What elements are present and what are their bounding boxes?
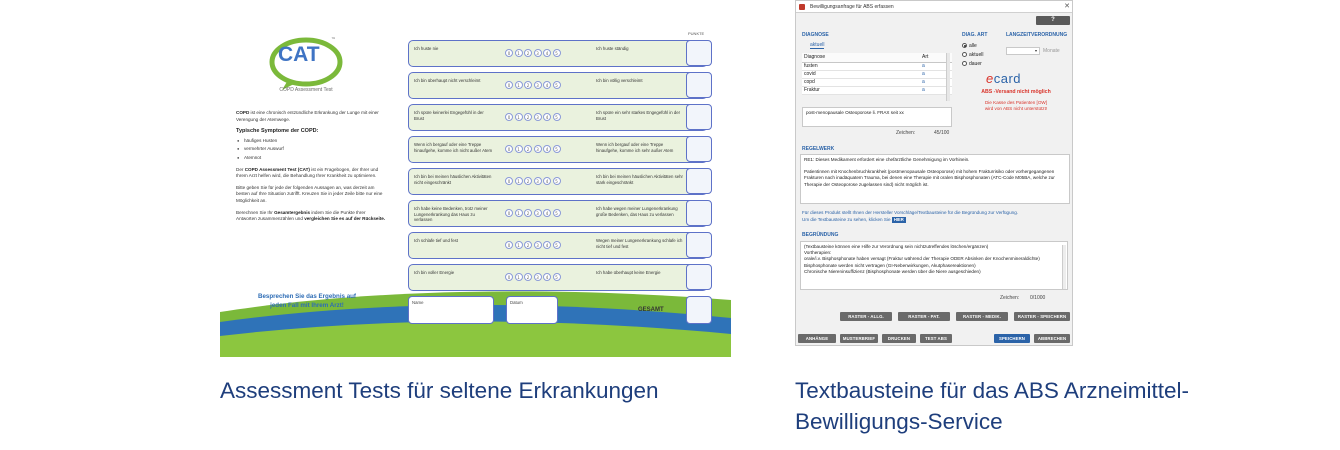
caption-assessment-tests: Assessment Tests für seltene Erkrankunge… xyxy=(220,378,659,403)
list-item: häufiges Husten xyxy=(236,138,386,145)
close-icon[interactable]: ✕ xyxy=(1064,3,1070,10)
begruendung-label: BEGRÜNDUNG xyxy=(802,232,839,238)
cat-background-waves xyxy=(220,291,731,357)
cat-symptoms-title: Typische Symptome der COPD: xyxy=(236,128,319,135)
begruendung-scrollbar[interactable] xyxy=(1062,245,1066,289)
cat-logo-icon xyxy=(269,37,343,90)
radio-icon xyxy=(962,61,967,66)
regelwerk-textbox: RE1: Dieses Medikament erfordert eine ch… xyxy=(800,154,1070,204)
cat-score-box[interactable] xyxy=(686,200,712,226)
ecard-logo: ecard xyxy=(986,71,1022,86)
speichern-button[interactable]: SPEICHERN xyxy=(994,334,1030,343)
cat-logo-subtitle: COPD Assessment Test xyxy=(279,87,333,93)
zeichen-counter: 45/100 xyxy=(934,130,950,136)
langzeit-label: LANGZEITVERORDNUNG xyxy=(1006,32,1068,38)
zeichen2-label: Zeichen: xyxy=(1000,295,1020,301)
cat-score-box[interactable] xyxy=(686,40,712,66)
app-icon xyxy=(799,4,805,10)
cat-logo-text: CAT xyxy=(278,43,320,66)
cat-arzt-note: Besprechen Sie das Ergebnis auf jeden Fa… xyxy=(257,293,356,309)
cat-punkte-label: PUNKTE xyxy=(688,31,705,36)
raster-speichern-button[interactable]: RASTER - SPEICHERN xyxy=(1014,312,1070,321)
abs-warning-title: ABS -Versand nicht möglich xyxy=(981,89,1051,95)
radio-aktuell[interactable]: aktuell xyxy=(962,50,983,59)
test-abs-button[interactable]: TEST ABS xyxy=(920,334,952,343)
cat-intro-text: COPD ist eine chronisch entzündliche Erk… xyxy=(236,110,386,228)
hier-button[interactable]: HIER xyxy=(891,216,906,224)
cat-name-field[interactable]: Name xyxy=(408,296,494,324)
cat-score-box[interactable] xyxy=(686,232,712,258)
diag-art-radio-group: alle aktuell dauer xyxy=(962,41,983,68)
list-item: vermehrter Auswurf xyxy=(236,146,386,153)
cat-symptoms-list: häufiges Husten vermehrter Auswurf Atemn… xyxy=(236,138,386,162)
cat-assessment-image: CAT ™ COPD Assessment Test COPD ist eine… xyxy=(220,0,731,357)
radio-selected-icon xyxy=(962,43,967,48)
drucken-button[interactable]: DRUCKEN xyxy=(882,334,916,343)
cat-score-box[interactable] xyxy=(686,136,712,162)
cat-datum-field[interactable]: Datum xyxy=(506,296,558,324)
cat-question-row: Ich bin bei meinen häuslichen Aktivitäte… xyxy=(408,168,708,195)
textbausteine-info: Für dieses Produkt stellt Ihnen der Hers… xyxy=(802,210,1019,224)
abs-dialog-window: Bewilligungsanfrage für ABS erfassen ✕ ?… xyxy=(795,0,1073,346)
cat-score-box[interactable] xyxy=(686,168,712,194)
cat-question-row: Wenn ich bergauf oder eine Treppe hinauf… xyxy=(408,136,708,163)
diagnose-textarea[interactable]: post-menopausale Osteoporose li. FRAX se… xyxy=(802,107,952,127)
radio-alle[interactable]: alle xyxy=(962,41,983,50)
cat-score-box[interactable] xyxy=(686,264,712,290)
list-item: Atemnot xyxy=(236,155,386,162)
begruendung-textarea[interactable]: (Textbausteine können eine Hilfe zur Ver… xyxy=(800,241,1068,290)
diagnose-scrollbar[interactable] xyxy=(946,53,950,101)
regelwerk-label: REGELWERK xyxy=(802,146,835,152)
diagnose-section-label: DIAGNOSE xyxy=(802,32,829,38)
abbrechen-button[interactable]: ABBRECHEN xyxy=(1034,334,1070,343)
zeichen-label: Zeichen: xyxy=(896,130,916,136)
cat-question-row: Ich habe keine Bedenken, trotz meiner Lu… xyxy=(408,200,708,227)
cat-question-row: Ich spüre keinerlei Engegefühl in der Br… xyxy=(408,104,708,131)
cat-gesamt-box[interactable] xyxy=(686,296,712,324)
musterbrief-button[interactable]: MUSTERBRIEF xyxy=(840,334,878,343)
radio-dauer[interactable]: dauer xyxy=(962,59,983,68)
radio-icon xyxy=(962,52,967,57)
raster-pat-button[interactable]: RASTER - PAT. xyxy=(898,312,950,321)
column-header-art[interactable]: Art xyxy=(920,53,952,63)
tab-aktuell[interactable]: aktuell xyxy=(810,42,825,49)
help-button[interactable]: ? xyxy=(1036,16,1070,25)
cat-score-column xyxy=(686,40,714,296)
raster-allg-button[interactable]: RASTER - ALLG. xyxy=(840,312,892,321)
abs-title-bar: Bewilligungsanfrage für ABS erfassen ✕ xyxy=(796,1,1072,13)
cat-logo-tm: ™ xyxy=(331,37,336,43)
cat-score-box[interactable] xyxy=(686,104,712,130)
abs-warning-text: Die Kasse des Patienten [OW] wird von AB… xyxy=(984,100,1048,112)
langzeit-select[interactable]: ▾ xyxy=(1006,47,1040,55)
diag-art-label: DIAG. ART xyxy=(962,32,988,38)
raster-medik-button[interactable]: RASTER - MEDIK. xyxy=(956,312,1008,321)
caption-textbausteine: Textbausteine für das ABS Arzneimittel-B… xyxy=(795,378,1189,434)
monate-label: Monate xyxy=(1043,48,1060,54)
zeichen2-counter: 0/1000 xyxy=(1030,295,1046,301)
window-title: Bewilligungsanfrage für ABS erfassen xyxy=(810,4,894,10)
anhaenge-button[interactable]: ANHÄNGE xyxy=(798,334,836,343)
column-header-diagnose[interactable]: Diagnose xyxy=(802,53,920,63)
cat-score-box[interactable] xyxy=(686,72,712,98)
cat-gesamt-label: GESAMT xyxy=(638,307,664,313)
